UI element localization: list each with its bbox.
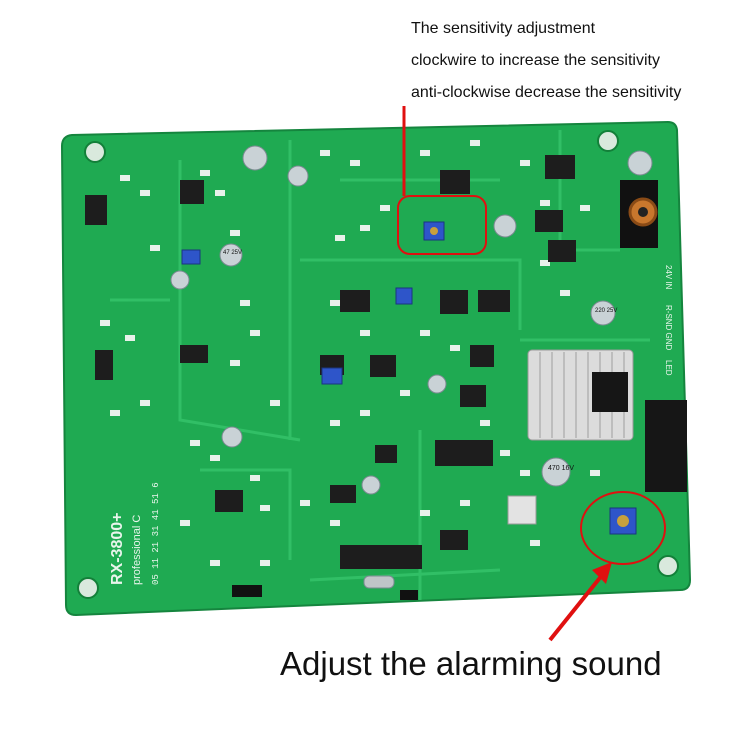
cap-label: 47 25V	[223, 250, 242, 256]
serial-boxes: 05 11 21 31 41 51 6	[151, 482, 161, 585]
connector-block	[645, 400, 687, 492]
connector-bottom	[400, 590, 418, 600]
pot-screw	[430, 227, 438, 235]
sensitivity-annotation-line3: anti-clockwise decrease the sensitivity	[411, 84, 682, 101]
sensitivity-highlight-box	[397, 195, 487, 255]
mounting-hole	[597, 130, 619, 152]
connector-label: 24V IN	[664, 265, 673, 290]
connector-bottom	[232, 585, 262, 597]
connector-label: R-SND GND	[664, 305, 673, 351]
alarm-pointer-arrowhead	[592, 562, 612, 584]
cap-label: 470 16V	[548, 465, 574, 472]
mounting-hole	[84, 141, 106, 163]
mounting-hole	[77, 577, 99, 599]
crystal	[363, 575, 395, 589]
sensitivity-annotation-line2: clockwire to increase the sensitivity	[411, 52, 660, 69]
annotation-markers	[397, 195, 666, 565]
mounting-hole	[657, 555, 679, 577]
sensitivity-annotation-line1: The sensitivity adjustment	[411, 20, 596, 37]
alarm-sound-caption: Adjust the alarming sound	[280, 645, 662, 682]
cap-label: 220 25V	[595, 308, 617, 314]
alarm-highlight-circle	[580, 491, 666, 565]
heatsink	[527, 349, 634, 441]
inductor	[620, 180, 658, 248]
capacitors	[170, 145, 653, 495]
ic-chips	[85, 155, 576, 569]
board-model-label: RX-3800+	[109, 513, 126, 586]
connector-small	[507, 495, 537, 525]
alarm-volume-pot	[609, 507, 637, 535]
pot-screw	[617, 515, 629, 527]
alarm-pointer-line	[548, 572, 605, 642]
connector-label: LED	[664, 360, 673, 376]
board-model-sub: professional C	[131, 515, 143, 585]
